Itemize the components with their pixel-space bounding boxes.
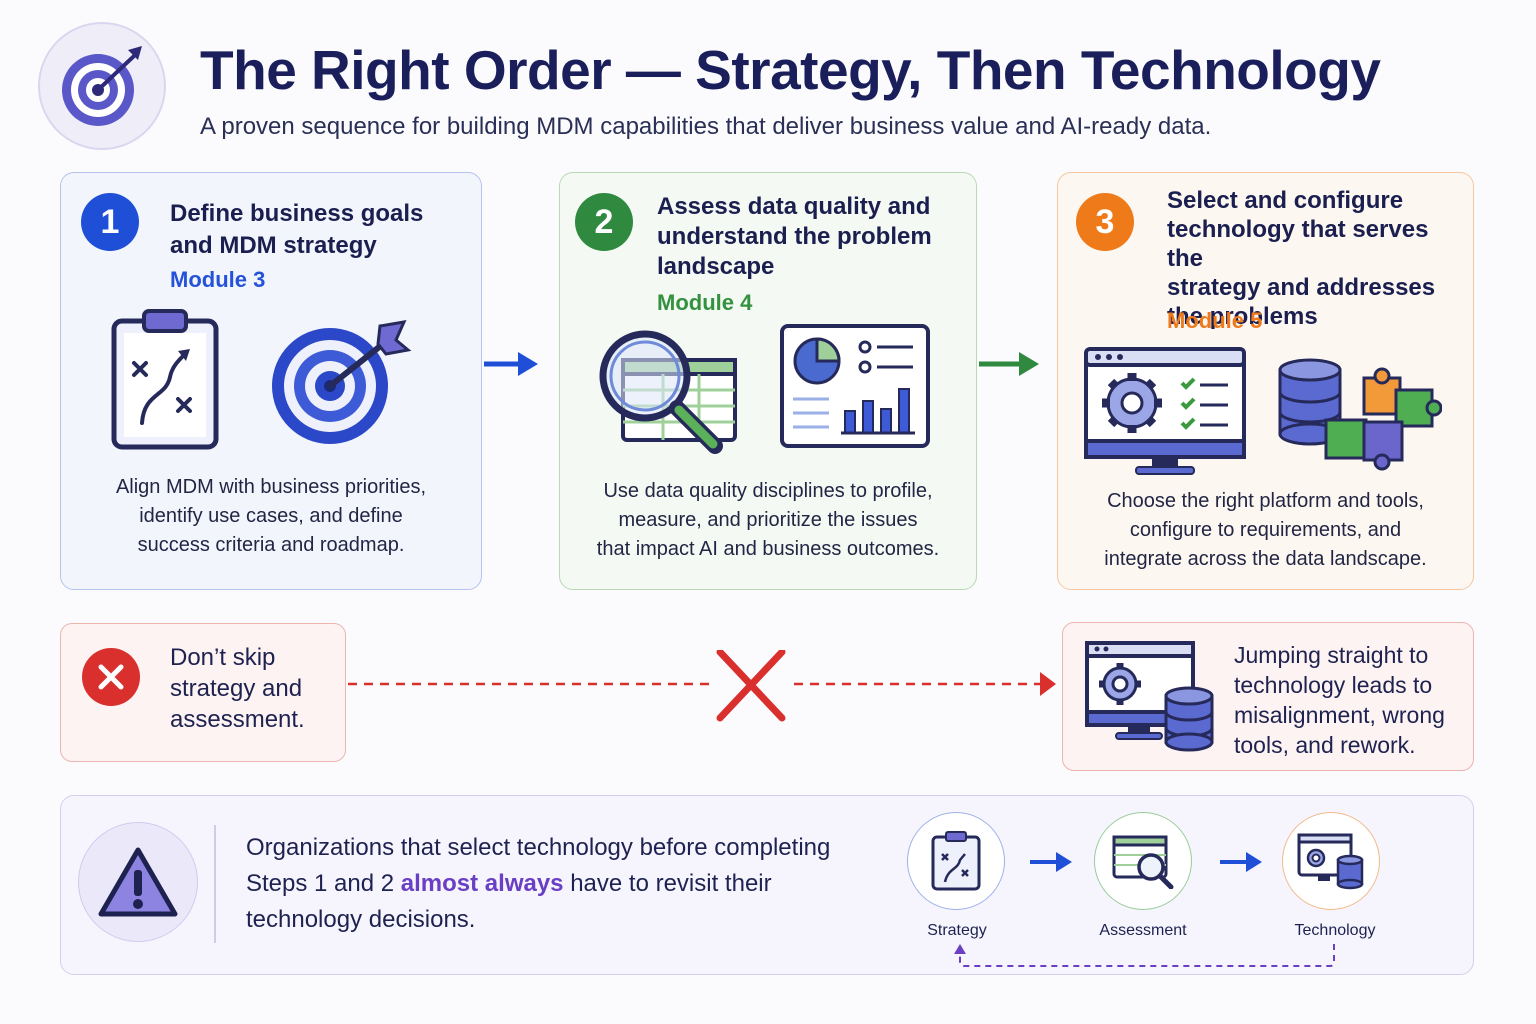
target-icon [272,320,412,444]
step-number-badge-3: 3 [1076,193,1134,251]
flow-arrow-2 [1220,852,1262,872]
step-title-3: Select and configure technology that ser… [1167,187,1436,330]
skip-dashed-path [348,650,1056,722]
module-label-1: Module 3 [170,267,266,292]
step-description-2: Use data quality disciplines to profile,… [596,480,940,560]
step-title-1: Define business goals and MDM strategy [170,200,424,259]
flow-label-assessment: Assessment [1099,922,1187,939]
step-arrow-1-to-2 [484,352,538,376]
callout-emphasis: almost always [400,870,564,897]
flow-assessment-node [1094,812,1192,910]
page-subtitle: A proven sequence for building MDM capab… [200,113,1212,140]
step-description-1: Align MDM with business priorities, iden… [115,476,427,556]
step-description-3: Choose the right platform and tools, con… [1104,490,1427,570]
target-icon [62,46,142,126]
monitor-database-icon [1085,641,1214,752]
step-number-badge-1: 1 [81,193,139,251]
warning-skip-text: Don’t skip strategy and assessment. [170,644,305,733]
callout-divider [214,825,216,943]
error-x-icon [82,648,140,706]
module-label-2: Module 4 [657,290,753,315]
database-puzzle-icon [1278,358,1442,471]
callout-text: Organizations that select technology bef… [246,834,831,933]
monitor-database-icon [1297,833,1364,890]
flow-technology-node [1282,812,1380,910]
magnifier-spreadsheet-icon [599,330,737,454]
logo-target-badge [38,22,166,150]
clipboard-strategy-icon [111,309,219,450]
flow-strategy-node [907,812,1005,910]
flow-label-strategy: Strategy [927,922,987,939]
step-title-2: Assess data quality and understand the p… [657,193,932,280]
step-arrow-2-to-3 [979,352,1039,376]
warning-badge [78,822,198,942]
page-title: The Right Order — Strategy, Then Technol… [200,39,1381,101]
dashboard-chart-icon [780,324,930,448]
callout-panel [60,795,1474,975]
monitor-gear-icon [1084,347,1246,475]
revisit-loop-arrow [954,944,1335,967]
warning-triangle-icon [98,847,178,917]
clipboard-strategy-icon [931,831,981,891]
magnifier-spreadsheet-icon [1112,835,1174,889]
flow-label-technology: Technology [1294,922,1376,939]
module-label-3: Module 5 [1167,308,1263,333]
step-number-badge-2: 2 [575,193,633,251]
warning-consequence-text: Jumping straight to technology leads to … [1234,642,1445,758]
flow-arrow-1 [1030,852,1072,872]
